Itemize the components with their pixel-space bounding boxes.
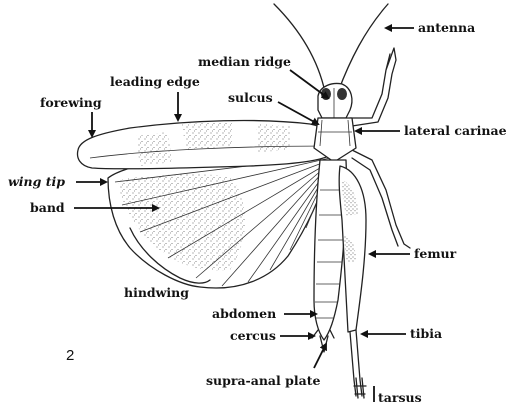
- hindwing-band: [118, 174, 245, 270]
- front-leg: [350, 48, 396, 126]
- forewing-spot-1: [136, 132, 172, 166]
- label-text-antenna: antenna: [418, 20, 475, 35]
- figure-number: 2: [66, 347, 74, 364]
- label-text-forewing: forewing: [40, 95, 102, 110]
- label-text-cercus: cercus: [230, 328, 276, 343]
- antenna-right: [338, 4, 388, 92]
- label-lateral-carinae: lateral carinae: [356, 123, 507, 138]
- antenna-left: [274, 4, 325, 92]
- label-text-leading-edge: leading edge: [110, 74, 200, 89]
- head: [318, 84, 352, 119]
- label-tibia: tibia: [362, 326, 442, 341]
- label-text-lateral-carinae: lateral carinae: [404, 123, 507, 138]
- compound-eye-right: [337, 88, 347, 100]
- label-text-tibia: tibia: [410, 326, 442, 341]
- forewing-spot-3: [256, 124, 290, 152]
- label-cercus: cercus: [230, 328, 314, 343]
- label-text-supra-anal-plate: supra-anal plate: [206, 373, 320, 388]
- label-supra-anal-plate: supra-anal plate: [206, 344, 326, 388]
- label-text-median-ridge: median ridge: [198, 54, 291, 69]
- label-text-sulcus: sulcus: [228, 90, 273, 105]
- label-wing-tip: wing tip: [8, 174, 106, 189]
- label-femur: femur: [370, 246, 457, 261]
- forewing-spot-2: [182, 122, 232, 150]
- label-sulcus: sulcus: [228, 90, 318, 124]
- label-text-band: band: [30, 200, 65, 215]
- label-hindwing: hindwing: [124, 285, 189, 300]
- label-text-tarsus: tarsus: [378, 390, 422, 405]
- label-text-wing-tip: wing tip: [8, 174, 65, 189]
- label-antenna: antenna: [386, 20, 475, 35]
- label-leading-edge: leading edge: [110, 74, 200, 120]
- label-abdomen: abdomen: [212, 306, 316, 321]
- label-tarsus: tarsus: [374, 386, 422, 405]
- label-text-abdomen: abdomen: [212, 306, 276, 321]
- label-text-femur: femur: [414, 246, 457, 261]
- label-forewing: forewing: [40, 95, 102, 136]
- label-text-hindwing: hindwing: [124, 285, 189, 300]
